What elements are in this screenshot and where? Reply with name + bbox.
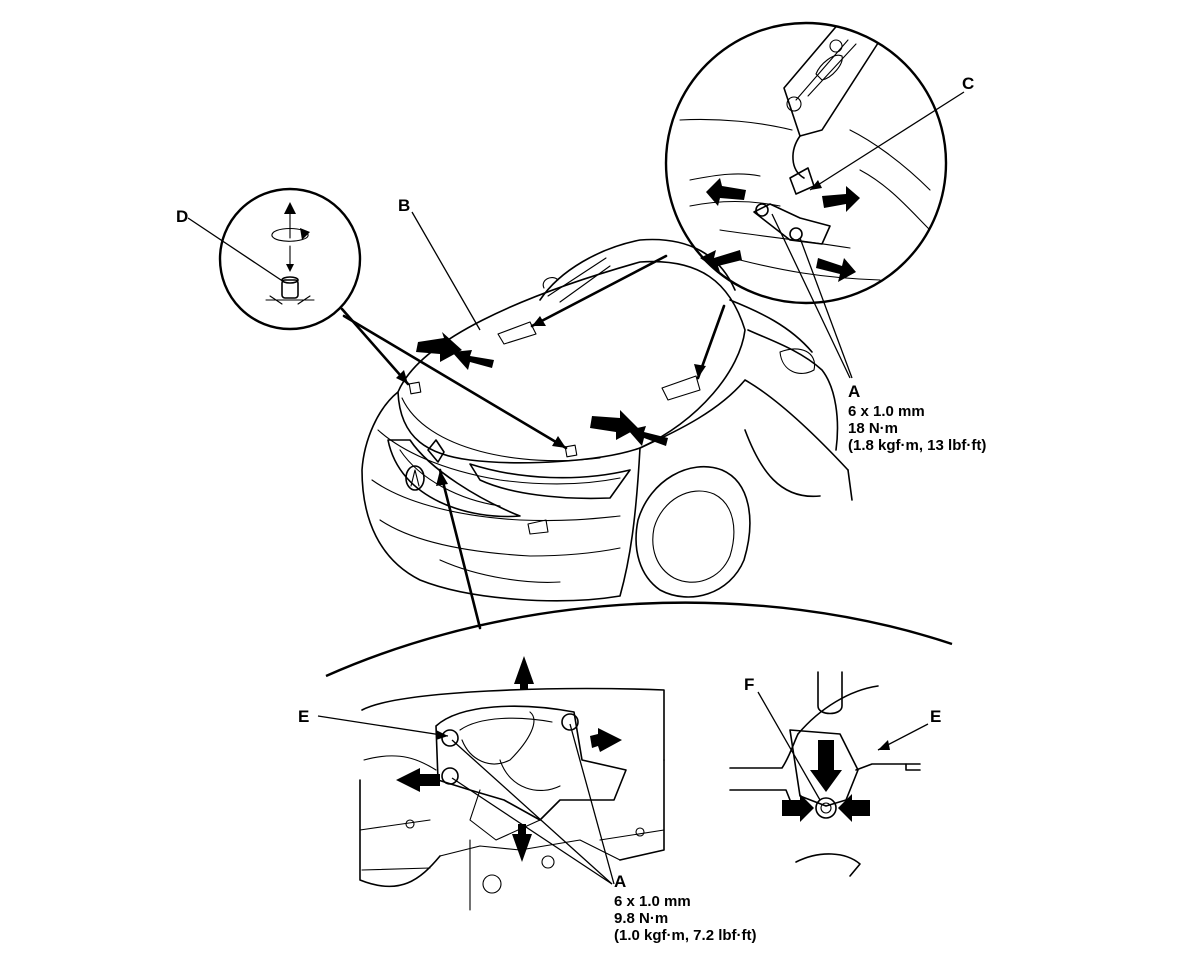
hinge-bolt-torque: 18 N·m	[848, 420, 898, 437]
label-F: F	[744, 675, 754, 694]
label-E-latch: E	[298, 707, 309, 726]
hood-latch-detail	[325, 601, 953, 911]
label-C: C	[962, 74, 974, 93]
hinge-bolt-torque-alt: (1.8 kgf·m, 13 lbf·ft)	[848, 437, 986, 454]
label-D: D	[176, 207, 188, 226]
callout-leaders	[340, 211, 726, 630]
label-A-hinge: A	[848, 382, 860, 401]
hood-alignment-arrows	[416, 332, 668, 446]
latch-bolt-torque: 9.8 N·m	[614, 910, 668, 927]
bumper-stop-detail	[218, 187, 362, 331]
car-front-view	[361, 238, 853, 602]
label-E-striker: E	[930, 707, 941, 726]
striker-detail	[729, 671, 921, 877]
hinge-detail	[664, 21, 948, 305]
latch-bolt-torque-alt: (1.0 kgf·m, 7.2 lbf·ft)	[614, 927, 757, 944]
label-B: B	[398, 196, 410, 215]
hinge-bolt-size: 6 x 1.0 mm	[848, 403, 925, 420]
latch-bolt-size: 6 x 1.0 mm	[614, 893, 691, 910]
label-A-latch: A	[614, 872, 626, 891]
